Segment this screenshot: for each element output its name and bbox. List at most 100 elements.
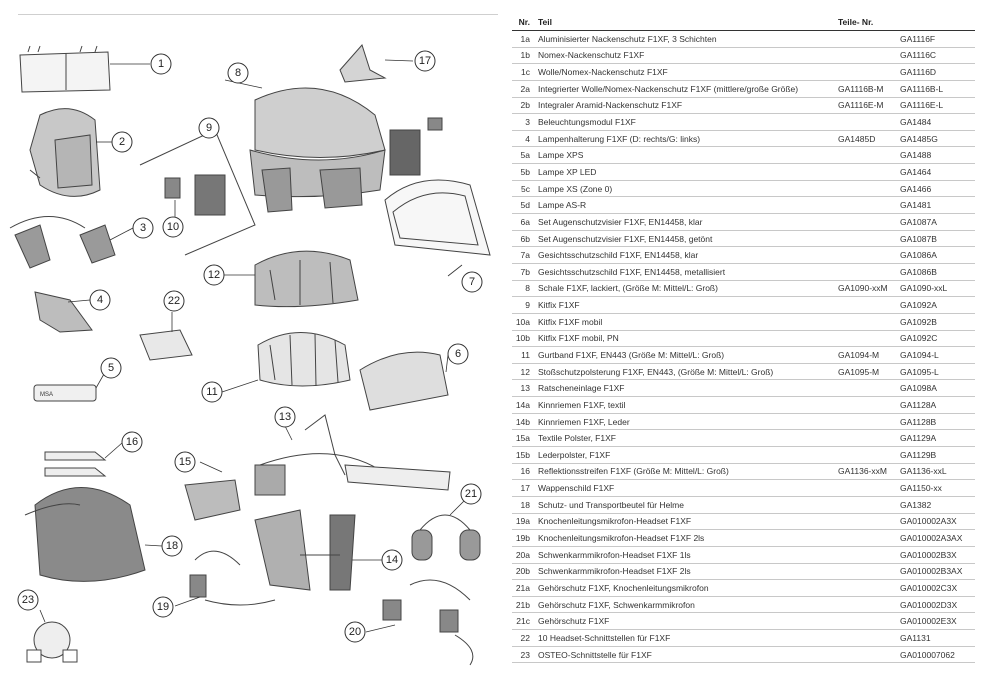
svg-text:18: 18 xyxy=(166,540,178,552)
cell-teil: Gesichtsschutzschild F1XF, EN14458, meta… xyxy=(536,263,836,281)
leader-lines xyxy=(39,59,471,633)
svg-text:11: 11 xyxy=(206,386,217,398)
cell-part-number-l: GA010007062 xyxy=(898,646,975,664)
cell-nr: 7b xyxy=(512,263,536,281)
cell-teil: Kinnriemen F1XF, Leder xyxy=(536,413,836,431)
svg-text:13: 13 xyxy=(279,411,291,423)
cell-part-number-l: GA1150-xx xyxy=(898,479,975,497)
callout-7: 7 xyxy=(461,271,483,293)
svg-text:3: 3 xyxy=(140,222,146,234)
cell-part-number-l: GA1086B xyxy=(898,263,975,281)
svg-text:2: 2 xyxy=(119,136,125,148)
cell-nr: 4 xyxy=(512,130,536,148)
cell-teil: Lederpolster, F1XF xyxy=(536,446,836,464)
cell-part-number-m xyxy=(836,446,898,464)
cell-nr: 17 xyxy=(512,479,536,497)
cell-part-number-m xyxy=(836,263,898,281)
cell-teil: Schale F1XF, lackiert, (Größe M: Mittel/… xyxy=(536,280,836,298)
cell-part-number-l: GA1488 xyxy=(898,146,975,165)
callout-15: 15 xyxy=(174,451,196,473)
cell-part-number-m xyxy=(836,180,898,198)
cell-part-number-l: GA1131 xyxy=(898,629,975,647)
cell-part-number-l: GA1485G xyxy=(898,130,975,148)
svg-text:4: 4 xyxy=(97,294,103,306)
cell-part-number-m xyxy=(836,47,898,65)
callout-16: 16 xyxy=(121,431,143,453)
callout-13: 13 xyxy=(274,406,296,428)
part-kitfix xyxy=(139,129,256,256)
cell-part-number-l: GA1382 xyxy=(898,496,975,514)
callout-10: 10 xyxy=(162,216,184,238)
cell-part-number-m xyxy=(836,330,898,348)
cell-teil: Lampe XP LED xyxy=(536,163,836,181)
cell-nr: 2a xyxy=(512,80,536,98)
cell-nr: 15a xyxy=(512,429,536,448)
header-nr: Nr. xyxy=(512,14,536,31)
cell-part-number-m xyxy=(836,163,898,181)
cell-teil: Schwenkarmmikrofon-Headset F1XF 2ls xyxy=(536,563,836,581)
cell-teil: Gesichtsschutzschild F1XF, EN14458, klar xyxy=(536,246,836,264)
part-badge xyxy=(339,44,387,83)
callout-circles: 1 2 3 4 5 6 7 8 9 10 11 12 13 14 15 16 1… xyxy=(17,50,483,643)
callout-17: 17 xyxy=(414,50,436,72)
cell-nr: 16 xyxy=(512,463,536,481)
cell-part-number-m xyxy=(836,579,898,597)
callout-4: 4 xyxy=(89,289,111,311)
cell-teil: 10 Headset-Schnittstellen für F1XF xyxy=(536,629,836,647)
cell-part-number-l: GA1136-xxL xyxy=(898,463,975,481)
part-headset-interface xyxy=(139,329,193,361)
callout-21: 21 xyxy=(460,483,482,505)
cell-nr: 5c xyxy=(512,180,536,198)
svg-text:23: 23 xyxy=(22,594,34,606)
cell-part-number-m xyxy=(836,563,898,581)
svg-text:6: 6 xyxy=(455,348,461,360)
cell-nr: 1c xyxy=(512,63,536,81)
lamp-brand-label: MSA xyxy=(40,392,53,398)
cell-part-number-m: GA1136-xxM xyxy=(836,463,898,481)
cell-nr: 10b xyxy=(512,330,536,348)
cell-teil: Integrierter Wolle/Nomex-Nackenschutz F1… xyxy=(536,80,836,98)
cell-teil: Wappenschild F1XF xyxy=(536,479,836,497)
svg-text:20: 20 xyxy=(349,626,361,638)
callout-18: 18 xyxy=(161,535,183,557)
part-strap xyxy=(344,464,451,491)
svg-text:5: 5 xyxy=(108,362,114,374)
cell-nr: 5d xyxy=(512,196,536,215)
cell-part-number-l: GA010002A3AX xyxy=(898,529,975,547)
cell-teil: Gehörschutz F1XF, Knochenleitungsmikrofo… xyxy=(536,579,836,597)
cell-nr: 7a xyxy=(512,246,536,264)
cell-part-number-m xyxy=(836,230,898,248)
cell-teil: Schwenkarmmikrofon-Headset F1XF 1ls xyxy=(536,546,836,564)
part-lighting-module xyxy=(9,216,116,269)
cell-nr: 10a xyxy=(512,313,536,331)
part-eye-visor xyxy=(359,351,449,411)
cell-part-number-l: GA1466 xyxy=(898,180,975,198)
cell-part-number-l: GA1116C xyxy=(898,47,975,65)
callout-5: 5 xyxy=(100,357,122,379)
cell-part-number-l: GA1464 xyxy=(898,163,975,181)
part-reflective-strips xyxy=(44,451,107,477)
cell-teil: Gehörschutz F1XF, Schwenkarmmikrofon xyxy=(536,596,836,614)
part-osteo-interface xyxy=(26,621,78,663)
cell-nr: 6b xyxy=(512,230,536,248)
cell-part-number-m xyxy=(836,629,898,647)
cell-teil: Lampe XS (Zone 0) xyxy=(536,180,836,198)
cell-part-number-m xyxy=(836,379,898,398)
svg-text:12: 12 xyxy=(208,269,220,281)
cell-teil: Kitfix F1XF mobil, PN xyxy=(536,330,836,348)
cell-nr: 22 xyxy=(512,629,536,647)
callout-2: 2 xyxy=(111,131,133,153)
